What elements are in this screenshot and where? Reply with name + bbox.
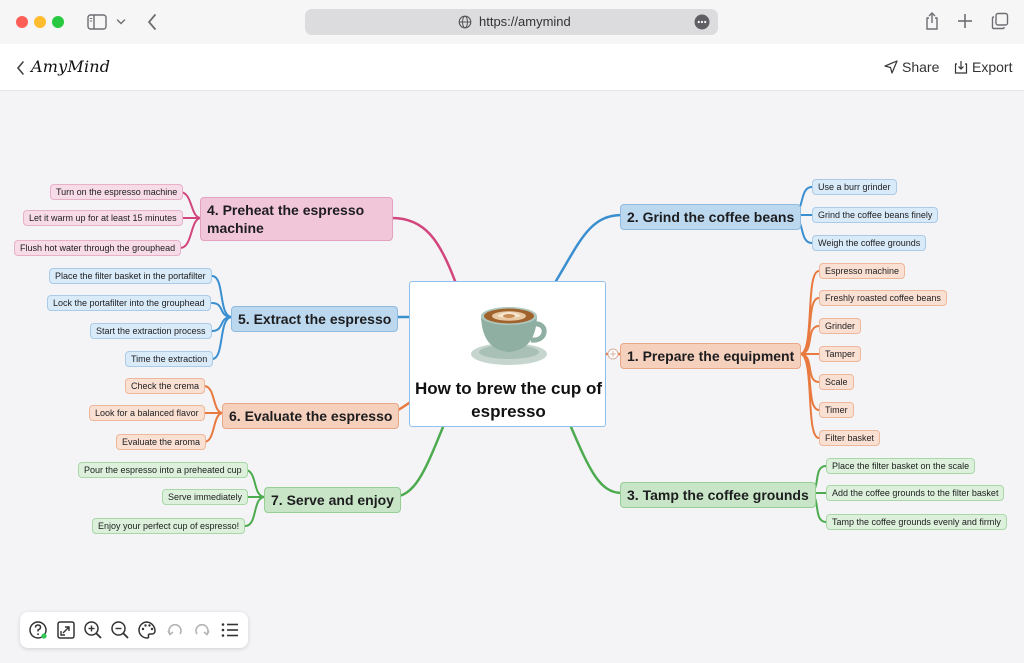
outline-list-icon[interactable]	[220, 620, 240, 640]
leaf-turn-on-machine[interactable]: Turn on the espresso machine	[50, 184, 184, 200]
leaf-timer[interactable]: Timer	[819, 402, 854, 418]
mindmap-canvas[interactable]: How to brew the cup of espresso 1. Prepa…	[0, 91, 1024, 663]
connector-branch-2	[554, 213, 624, 283]
leaf-balanced-flavor[interactable]: Look for a balanced flavor	[89, 405, 205, 421]
app-header: AmyMind Share Export	[0, 44, 1024, 91]
branch-extract-espresso[interactable]: 5. Extract the espresso	[231, 306, 399, 332]
leaf-lock-portafilter[interactable]: Lock the portafilter into the grouphead	[47, 295, 211, 311]
branch-prepare-equipment[interactable]: 1. Prepare the equipment	[620, 343, 802, 369]
export-label: Export	[972, 59, 1013, 75]
leaf-add-grounds[interactable]: Add the coffee grounds to the filter bas…	[826, 485, 1005, 501]
leaf-evaluate-aroma[interactable]: Evaluate the aroma	[116, 434, 207, 450]
leaf-enjoy-cup[interactable]: Enjoy your perfect cup of espresso!	[92, 518, 246, 534]
brand-logo[interactable]: AmyMind	[31, 57, 111, 76]
central-topic-title: How to brew the cup of espresso	[415, 379, 602, 421]
leaf-grind-finely[interactable]: Grind the coffee beans finely	[812, 207, 939, 223]
minimize-window-button[interactable]	[34, 16, 46, 28]
leaf-weigh-grounds[interactable]: Weigh the coffee grounds	[812, 235, 927, 251]
globe-icon	[458, 15, 472, 29]
branch-serve-enjoy[interactable]: 7. Serve and enjoy	[264, 487, 401, 513]
branch-preheat-machine[interactable]: 4. Preheat the espresso machine	[200, 197, 393, 241]
help-icon[interactable]	[28, 620, 48, 640]
leaf-basket-on-scale[interactable]: Place the filter basket on the scale	[826, 458, 976, 474]
zoom-out-icon[interactable]	[110, 620, 130, 640]
share-sheet-icon[interactable]	[924, 11, 940, 31]
leaf-check-crema[interactable]: Check the crema	[125, 378, 206, 394]
connector-branch-3	[569, 425, 624, 495]
leaf-scale[interactable]: Scale	[819, 374, 854, 390]
close-window-button[interactable]	[16, 16, 28, 28]
connector-lines	[179, 186, 827, 527]
back-arrow-icon[interactable]	[146, 13, 158, 31]
leaf-tamp-evenly[interactable]: Tamp the coffee grounds evenly and firml…	[826, 514, 1007, 530]
share-label: Share	[902, 59, 940, 75]
leaf-time-extraction[interactable]: Time the extraction	[125, 351, 214, 367]
new-tab-icon[interactable]	[957, 13, 973, 29]
leaf-espresso-machine[interactable]: Espresso machine	[819, 263, 906, 279]
connector-branch-4	[390, 216, 457, 283]
undo-icon[interactable]	[165, 620, 185, 640]
branch-evaluate-espresso[interactable]: 6. Evaluate the espresso	[222, 403, 400, 429]
url-text: https://amymind	[479, 14, 571, 29]
map-toolbar	[20, 612, 248, 648]
browser-toolbar: https://amymind	[0, 0, 1024, 44]
sidebar-icon[interactable]	[87, 14, 107, 30]
leaf-freshly-roasted-beans[interactable]: Freshly roasted coffee beans	[819, 290, 947, 306]
leaf-serve-immediately[interactable]: Serve immediately	[162, 489, 249, 505]
back-icon[interactable]	[16, 60, 26, 76]
leaf-start-extraction[interactable]: Start the extraction process	[90, 323, 212, 339]
address-bar[interactable]: https://amymind	[305, 9, 718, 35]
branch-tamp-grounds[interactable]: 3. Tamp the coffee grounds	[620, 482, 816, 508]
branch-grind-beans[interactable]: 2. Grind the coffee beans	[620, 204, 802, 230]
leaf-burr-grinder[interactable]: Use a burr grinder	[812, 179, 897, 195]
download-icon	[954, 61, 968, 74]
coffee-cup-image	[471, 307, 547, 365]
chevron-down-icon[interactable]	[116, 17, 126, 27]
send-icon	[884, 60, 898, 74]
leaf-basket-in-portafilter[interactable]: Place the filter basket in the portafilt…	[49, 268, 212, 284]
central-topic[interactable]: How to brew the cup of espresso	[409, 281, 606, 427]
zoom-window-button[interactable]	[52, 16, 64, 28]
leaf-filter-basket[interactable]: Filter basket	[819, 430, 881, 446]
zoom-in-icon[interactable]	[83, 620, 103, 640]
redo-icon[interactable]	[192, 620, 212, 640]
leaf-pour-espresso[interactable]: Pour the espresso into a preheated cup	[78, 462, 248, 478]
connector-branch-7	[390, 425, 445, 499]
fit-screen-icon[interactable]	[56, 620, 76, 640]
export-button[interactable]: Export	[954, 59, 1012, 75]
leaf-warm-up[interactable]: Let it warm up for at least 15 minutes	[23, 210, 183, 226]
leaf-tamper[interactable]: Tamper	[819, 346, 862, 362]
share-button[interactable]: Share	[884, 59, 939, 75]
leaf-flush-water[interactable]: Flush hot water through the grouphead	[14, 240, 182, 256]
tab-overview-icon[interactable]	[991, 12, 1009, 30]
more-options-icon[interactable]	[694, 14, 710, 30]
leaf-grinder[interactable]: Grinder	[819, 318, 862, 334]
palette-icon[interactable]	[137, 620, 157, 640]
